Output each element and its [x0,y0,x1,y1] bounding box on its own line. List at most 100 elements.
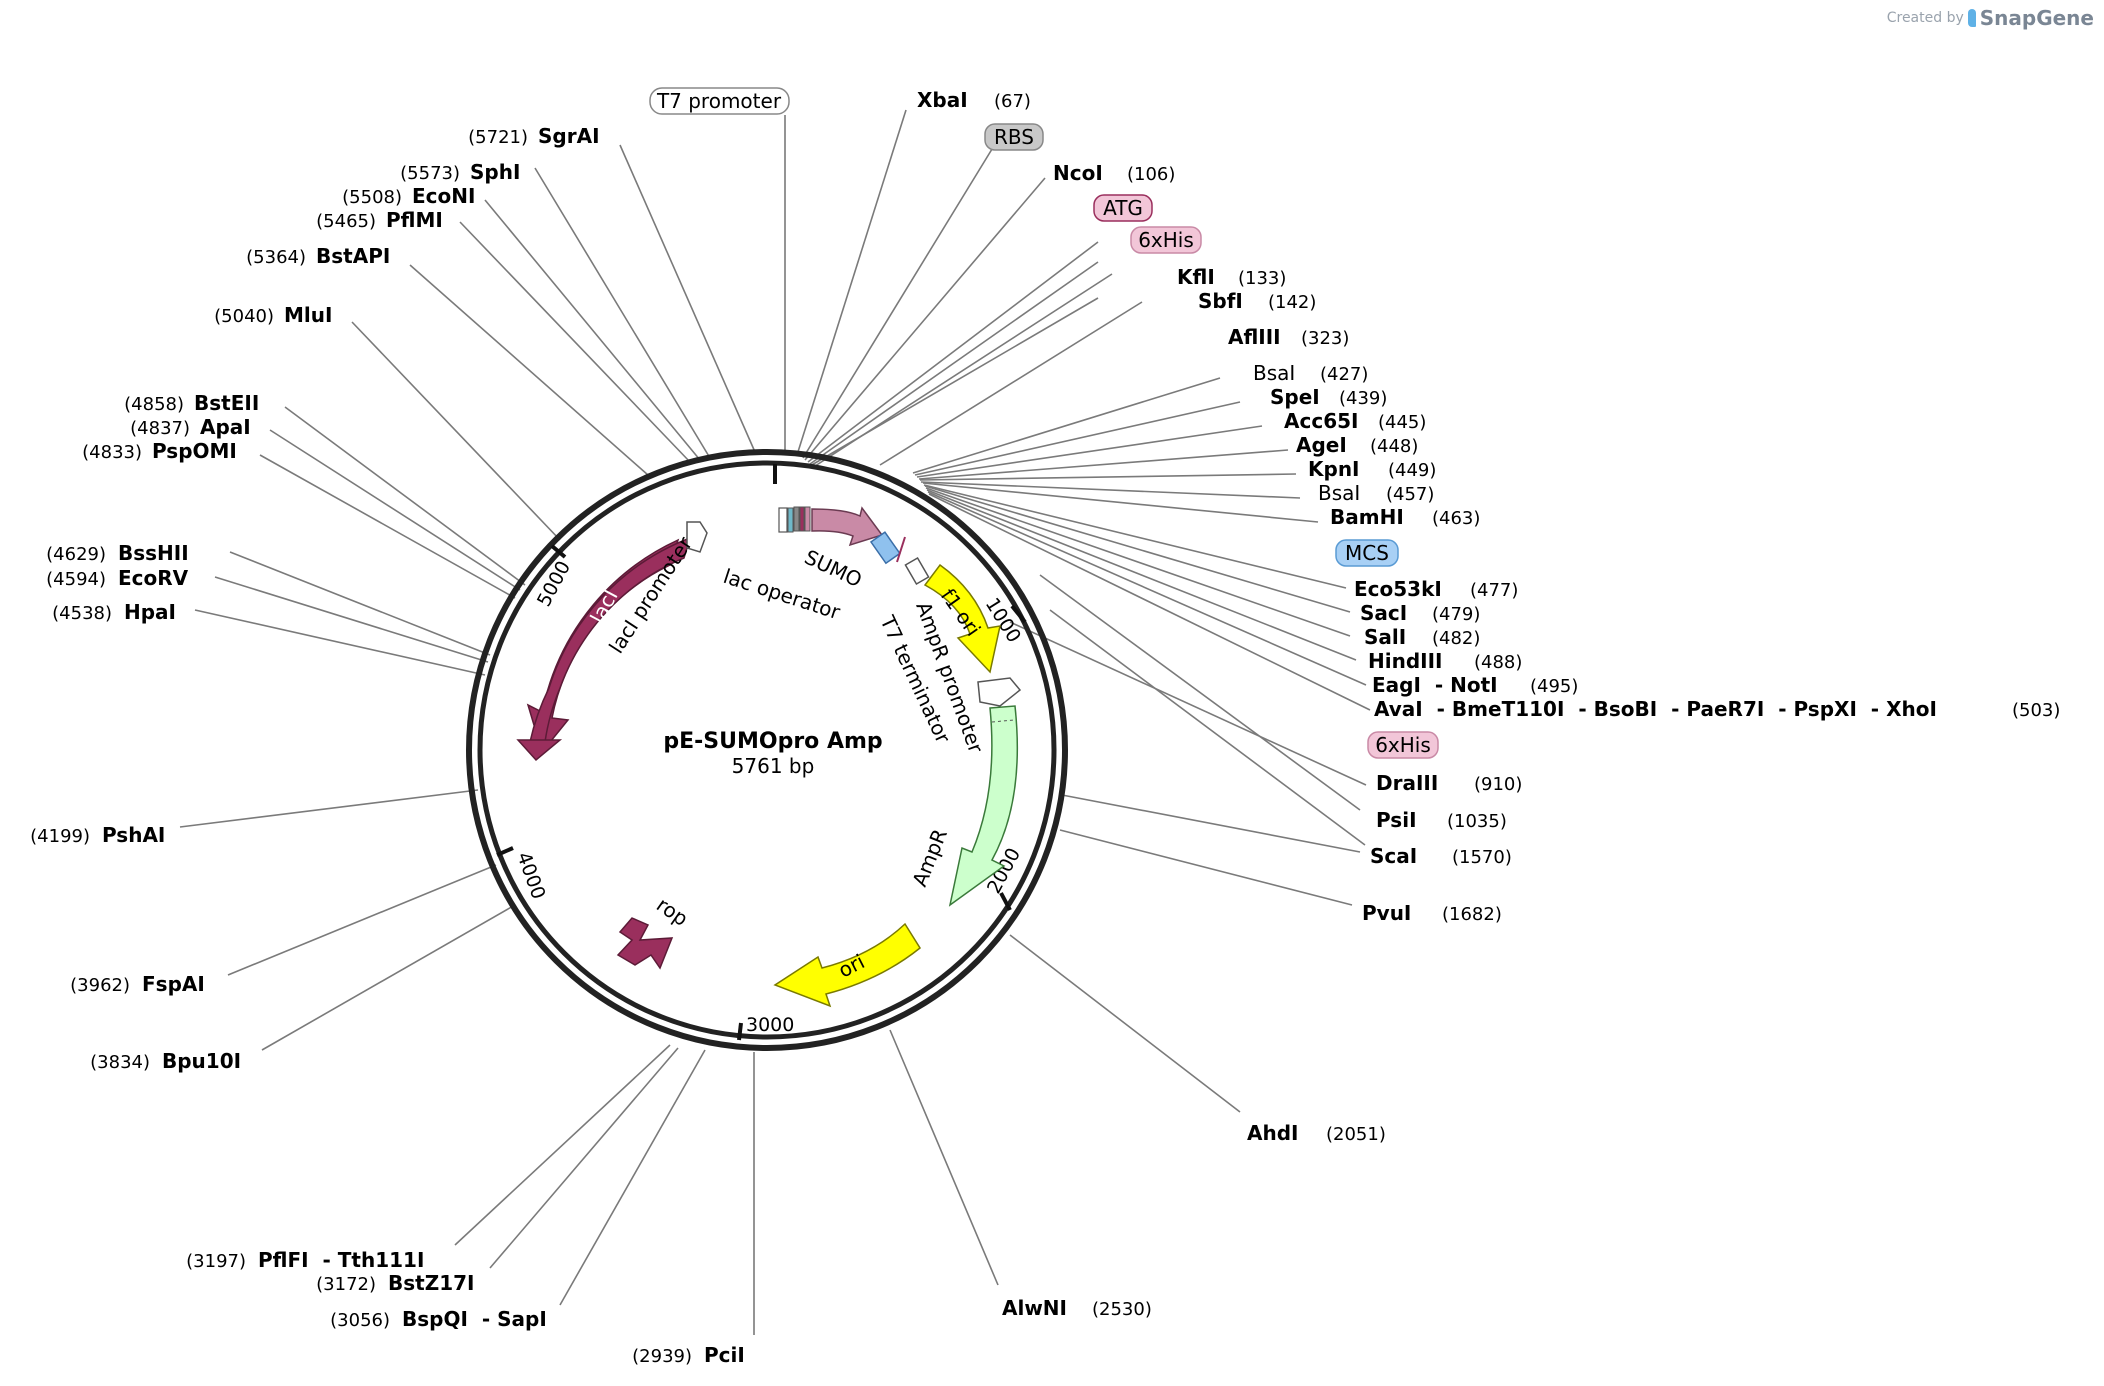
enzyme-spei[interactable]: SpeI [1270,385,1320,409]
center-labels: pE-SUMOpro Amp 5761 bp [663,729,882,778]
enzyme-bstapi[interactable]: BstAPI [316,244,390,268]
credit-brand: SnapGene [1979,6,2094,30]
enzyme-saci[interactable]: SacI [1360,601,1407,625]
enzyme-bamhi[interactable]: BamHI [1330,505,1404,529]
enzyme-xbai[interactable]: XbaI [917,88,968,112]
feature-t7-promoter-box [787,507,794,533]
enzyme-draiii[interactable]: DraIII [1376,771,1438,795]
tag-mcs: MCS [1345,541,1389,565]
feature-t7-terminator[interactable] [904,556,930,586]
enzyme-fspai-pos: (3962) [70,975,130,996]
enzyme-pcii[interactable]: PciI [704,1343,745,1367]
enzyme-acc65i[interactable]: Acc65I [1284,409,1358,433]
tag-atg-box[interactable] [1093,194,1153,222]
tag-t7-promoter-box[interactable] [649,87,790,115]
enzyme-avai-group[interactable]: AvaI - BmeT110I - BsoBI - PaeR7I - PspXI… [1374,697,1937,721]
feature-atg-box [799,506,805,532]
tag-6xhis-n-box[interactable] [1130,226,1202,254]
tick-label-5000: 5000 [533,557,575,610]
enzyme-kpni-pos: (449) [1388,460,1436,481]
tick-4000 [496,846,514,857]
enzyme-spei-pos: (439) [1339,388,1387,409]
enzyme-hpai-pos: (4538) [52,603,112,624]
enzyme-eco53ki[interactable]: Eco53kI [1354,577,1442,601]
enzyme-alwni[interactable]: AlwNI [1002,1296,1067,1320]
feature-laci-promoter[interactable] [686,521,708,553]
plasmid-name: pE-SUMOpro Amp [663,729,882,754]
enzyme-pshai-pos: (4199) [30,826,90,847]
tag-6xhis-c-box[interactable] [1367,731,1439,759]
enzyme-bsai-1[interactable]: BsaI [1253,361,1295,385]
feature-ampr[interactable] [948,705,1019,907]
enzyme-bstz17i[interactable]: BstZ17I [388,1271,474,1295]
enzyme-agei[interactable]: AgeI [1296,433,1347,457]
enzyme-pflfi-tth111i[interactable]: PflFI - Tth111I [258,1248,424,1272]
enzyme-kfli[interactable]: KflI [1177,265,1215,289]
feature-mcs[interactable] [869,531,901,565]
enzyme-pflmi[interactable]: PflMI [386,208,443,232]
enzyme-pvui[interactable]: PvuI [1362,901,1411,925]
feature-tags: T7 promoter RBS ATG 6xHis MCS 6xHis [649,87,1439,759]
enzyme-mlui-pos: (5040) [214,306,274,327]
enzyme-sphi-pos: (5573) [400,163,460,184]
enzyme-pflmi-pos: (5465) [316,211,376,232]
tag-rbs-box[interactable] [984,123,1044,151]
enzyme-xbai-pos: (67) [994,91,1031,112]
enzyme-hpai[interactable]: HpaI [124,600,176,624]
enzyme-psii[interactable]: PsiI [1376,808,1417,832]
enzyme-pshai[interactable]: PshAI [102,823,165,847]
enzyme-ahdi-pos: (2051) [1326,1124,1386,1145]
ampr-dashed-marker [991,719,1015,723]
tag-t7-promoter: T7 promoter [656,89,782,113]
enzyme-fspai[interactable]: FspAI [142,972,205,996]
feature-lac-operator[interactable] [778,507,788,533]
enzyme-bamhi-pos: (463) [1432,508,1480,529]
snapgene-credit: Created by SnapGene [1887,6,2094,30]
enzyme-ahdi[interactable]: AhdI [1247,1121,1298,1145]
enzyme-pspomi[interactable]: PspOMI [152,439,237,463]
enzyme-pspomi-pos: (4833) [82,442,142,463]
feature-rop[interactable] [616,917,674,970]
enzyme-sgrai[interactable]: SgrAI [538,124,600,148]
enzyme-psii-pos: (1035) [1447,811,1507,832]
enzyme-econi-pos: (5508) [342,187,402,208]
enzyme-sbfi[interactable]: SbfI [1198,289,1243,313]
enzyme-bsai-2[interactable]: BsaI [1318,481,1360,505]
enzyme-ncoi[interactable]: NcoI [1053,161,1103,185]
enzyme-ecorv[interactable]: EcoRV [118,566,189,590]
enzyme-hindiii[interactable]: HindIII [1368,649,1442,673]
enzyme-bspqi-sapi[interactable]: BspQI - SapI [402,1307,547,1331]
enzyme-econi[interactable]: EcoNI [412,184,475,208]
enzyme-scai[interactable]: ScaI [1370,844,1417,868]
feature-sumo[interactable] [811,506,884,547]
enzyme-sgrai-pos: (5721) [468,127,528,148]
enzyme-agei-pos: (448) [1370,436,1418,457]
enzyme-afliii[interactable]: AflIII [1228,325,1281,349]
enzyme-kpni[interactable]: KpnI [1308,457,1360,481]
credit-prefix: Created by [1886,10,1964,26]
enzyme-eagi-noti[interactable]: EagI - NotI [1372,673,1498,697]
enzyme-ecorv-pos: (4594) [46,569,106,590]
enzyme-apai[interactable]: ApaI [200,415,251,439]
tick-1000 [1010,604,1027,624]
feature-ori[interactable] [773,922,921,1008]
enzyme-bsshii[interactable]: BssHII [118,541,189,565]
feature-label-rop: rop [652,892,693,930]
enzyme-bsshii-pos: (4629) [46,544,106,565]
enzyme-sphi[interactable]: SphI [470,160,520,184]
enzyme-bpu10i-pos: (3834) [90,1052,150,1073]
feature-rbs-box [793,506,800,532]
enzyme-bsteii[interactable]: BstEII [194,391,259,415]
enzyme-bstz17i-pos: (3172) [316,1274,376,1295]
tag-mcs-box[interactable] [1335,539,1399,567]
feature-ampr-promoter[interactable] [977,677,1022,707]
enzyme-sali-pos: (482) [1432,628,1480,649]
enzyme-mlui[interactable]: MluI [284,303,332,327]
enzyme-sali[interactable]: SalI [1364,625,1406,649]
snapgene-logo-icon [1967,9,1976,27]
enzyme-bpu10i[interactable]: Bpu10I [162,1049,241,1073]
enzyme-draiii-pos: (910) [1474,774,1522,795]
tick-5000 [550,544,567,559]
feature-f1-ori[interactable] [923,563,1001,674]
